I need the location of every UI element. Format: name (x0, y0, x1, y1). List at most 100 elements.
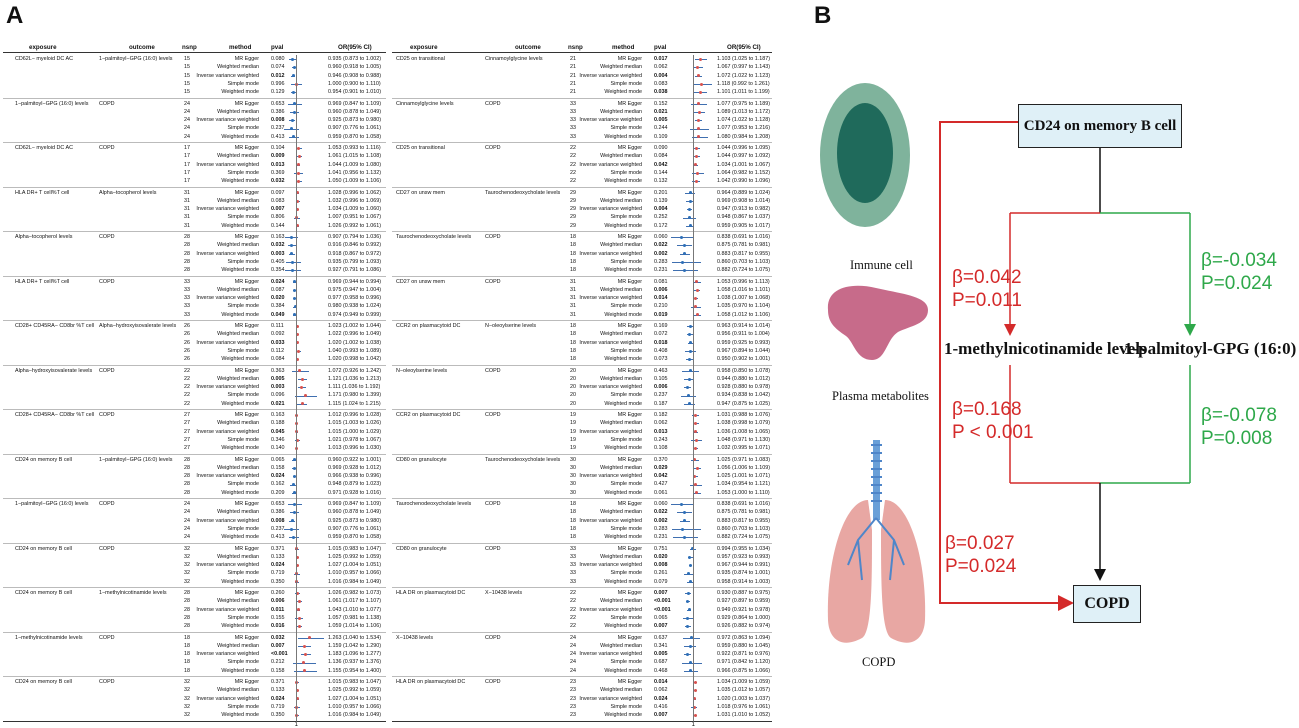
outcome-cell: X−10438 levels (485, 590, 523, 596)
method-cell: Weighted median (217, 153, 259, 160)
or-cell: 0.957 (0.923 to 0.993) (717, 553, 771, 560)
panel-label-b: B (814, 2, 832, 29)
or-cell: 1.159 (1.042 to 1.290) (328, 642, 382, 649)
or-cell: 1.064 (0.982 to 1.152) (717, 169, 771, 176)
group-separator (392, 409, 772, 410)
or-cell: 1.041 (0.956 to 1.132) (328, 169, 382, 176)
method-cell: Weighted mode (604, 712, 642, 719)
pval-cell: 0.231 (654, 534, 668, 541)
or-cell: 0.959 (0.880 to 1.045) (717, 642, 771, 649)
group-separator (3, 542, 386, 544)
pval-cell: 0.005 (654, 651, 668, 658)
method-cell: Weighted mode (604, 267, 642, 274)
nsnp-cell: 22 (184, 384, 190, 391)
method-cell: MR Egger (617, 679, 642, 685)
pval-cell: 0.081 (654, 278, 668, 285)
or-cell: 0.935 (0.873 to 1.002) (328, 56, 382, 62)
ci-line (671, 262, 701, 264)
p-value: P=0.024 (945, 556, 1017, 577)
or-cell: 0.972 (0.863 to 1.094) (717, 634, 771, 641)
pval-cell: 0.024 (271, 278, 285, 285)
pval-cell: 0.014 (654, 679, 668, 685)
method-cell: Weighted mode (221, 89, 259, 96)
pval-cell: 0.129 (271, 89, 285, 96)
or-cell: 0.969 (0.908 to 1.014) (717, 197, 771, 204)
pval-cell: 0.112 (271, 347, 285, 354)
ci-point (297, 600, 301, 604)
or-cell: 1.183 (1.096 to 1.277) (328, 651, 382, 658)
ci-point (685, 652, 689, 656)
nsnp-cell: 24 (184, 117, 190, 124)
nsnp-cell: 15 (184, 56, 190, 62)
method-cell: Simple mode (227, 614, 259, 621)
reference-line (296, 55, 298, 722)
outcome-cell: COPD (485, 367, 501, 374)
or-cell: 0.930 (0.887 to 0.975) (717, 590, 771, 596)
nsnp-cell: 24 (184, 525, 190, 532)
or-cell: 0.883 (0.817 to 0.955) (717, 517, 771, 524)
method-cell: Weighted median (217, 286, 259, 293)
beta-value: β=0.027 (945, 533, 1015, 554)
ci-point (683, 268, 687, 272)
direct-effect-arrow (939, 121, 1074, 611)
ci-point (688, 191, 692, 195)
exposure-cell: HLA DR on plasmacytoid DC (396, 679, 466, 685)
pval-cell: 0.806 (271, 214, 285, 221)
ci-point (693, 458, 697, 462)
nsnp-cell: 18 (570, 347, 576, 354)
ci-point (289, 527, 293, 531)
nsnp-cell: 28 (184, 623, 190, 630)
header-exposure: exposure (29, 44, 57, 51)
exposure-cell: 1−methylnicotinamide levels (15, 634, 83, 641)
ci-point (697, 127, 701, 131)
method-cell: Simple mode (610, 214, 642, 221)
exposure-cell: CD28+ CD45RA− CD8br %T cell (15, 412, 94, 418)
nsnp-cell: 33 (570, 125, 576, 132)
method-cell: MR Egger (617, 56, 642, 62)
or-cell: 1.053 (1.000 to 1.110) (717, 489, 770, 496)
ci-point (293, 288, 297, 292)
nsnp-cell: 33 (184, 286, 190, 293)
method-cell: MR Egger (234, 412, 259, 418)
method-cell: Simple mode (227, 125, 259, 132)
method-cell: Weighted mode (604, 400, 642, 407)
method-cell: Simple mode (227, 392, 259, 399)
nsnp-cell: 29 (570, 214, 576, 221)
header-or: OR(95% CI) (338, 44, 372, 51)
ci-line (298, 637, 325, 639)
method-cell: Weighted median (217, 197, 259, 204)
nsnp-cell: 28 (184, 489, 190, 496)
pval-cell: 0.005 (271, 375, 285, 382)
nsnp-cell: 24 (184, 133, 190, 140)
ci-point (300, 402, 304, 406)
pval-cell: 0.072 (654, 331, 668, 338)
or-cell: 1.007 (0.951 to 1.067) (328, 214, 382, 221)
ci-point (694, 483, 698, 487)
method-cell: Weighted mode (604, 178, 642, 185)
ci-point (293, 313, 297, 317)
nsnp-cell: 31 (184, 197, 190, 204)
caption-copd: COPD (862, 655, 896, 669)
or-cell: 1.042 (0.990 to 1.096) (717, 178, 771, 185)
method-cell: Weighted median (600, 420, 642, 427)
p-value: P=0.024 (1201, 273, 1273, 294)
or-cell: 1.057 (0.981 to 1.138) (328, 614, 382, 621)
nsnp-cell: 23 (570, 703, 576, 710)
